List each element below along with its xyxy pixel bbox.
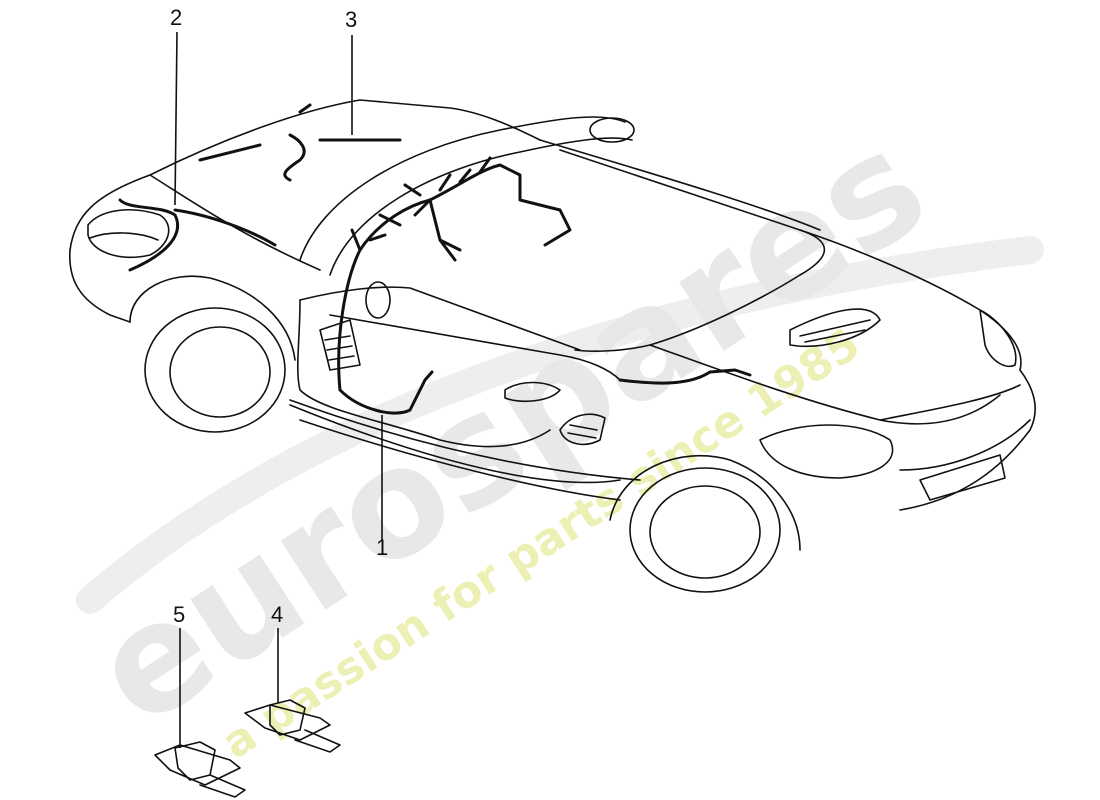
- wiring-harness: [118, 103, 752, 415]
- car-outline: [69, 99, 1036, 593]
- callout-1: 1: [376, 535, 388, 560]
- watermark-swoosh: [76, 236, 1044, 614]
- leader-2: [174, 31, 178, 206]
- watermark: eurospares a passion for parts since 198…: [65, 98, 1044, 769]
- watermark-brand: eurospares: [65, 98, 955, 760]
- callout-4: 4: [271, 602, 283, 627]
- part-4: [244, 699, 341, 753]
- callout-3: 3: [345, 7, 357, 32]
- callout-2: 2: [170, 5, 182, 30]
- callout-5: 5: [173, 602, 185, 627]
